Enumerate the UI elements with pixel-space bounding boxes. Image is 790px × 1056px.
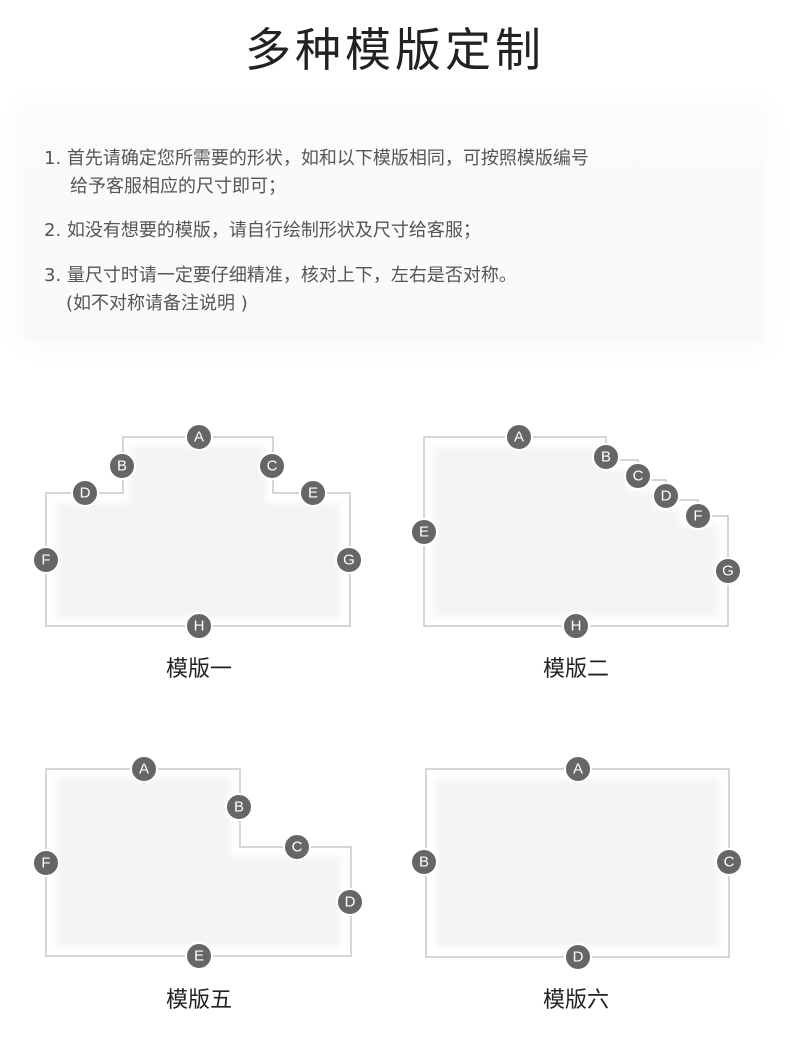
instruction-1-line-1: 1. 首先请确定您所需要的形状，如和以下模版相同，可按照模版编号 [44, 148, 589, 169]
marker-label: C [633, 468, 644, 485]
instruction-2-line-1: 2. 如没有想要的模版，请自行绘制形状及尺寸给客服； [44, 220, 481, 241]
marker-label: F [41, 552, 50, 569]
marker-label: H [571, 618, 582, 635]
marker-label: D [345, 894, 356, 911]
template-6-shape [425, 768, 730, 958]
marker-1-h: H [185, 612, 213, 640]
marker-2-g: G [714, 557, 742, 585]
marker-6-c: C [715, 848, 743, 876]
marker-1-b: B [108, 452, 136, 480]
marker-label: A [139, 761, 149, 778]
instruction-3: 3. 量尺寸时请一定要仔细精准，核对上下，左右是否对称。 (如不对称请备注说明 … [44, 262, 517, 318]
marker-label: B [117, 458, 127, 475]
marker-label: B [234, 799, 244, 816]
instruction-1: 1. 首先请确定您所需要的形状，如和以下模版相同，可按照模版编号 给予客服相应的… [44, 145, 589, 201]
marker-label: B [601, 449, 611, 466]
template-2-shape [423, 436, 729, 627]
marker-1-g: G [335, 546, 363, 574]
marker-5-f: F [32, 849, 60, 877]
marker-5-c: C [283, 833, 311, 861]
marker-label: B [419, 854, 429, 871]
marker-2-d: D [652, 482, 680, 510]
marker-6-b: B [410, 848, 438, 876]
marker-2-c: C [624, 462, 652, 490]
marker-label: D [573, 949, 584, 966]
marker-label: C [724, 854, 735, 871]
marker-5-a: A [130, 755, 158, 783]
instruction-1-line-2: 给予客服相应的尺寸即可； [70, 176, 286, 197]
marker-label: G [343, 552, 355, 569]
template-1-shape [45, 436, 351, 627]
marker-2-e: E [410, 518, 438, 546]
marker-label: A [194, 429, 204, 446]
marker-label: A [573, 761, 583, 778]
marker-label: G [722, 563, 734, 580]
marker-5-d: D [336, 888, 364, 916]
marker-label: C [267, 458, 278, 475]
marker-5-b: B [225, 793, 253, 821]
marker-2-b: B [592, 443, 620, 471]
template-2-caption: 模版二 [542, 657, 609, 682]
marker-2-h: H [562, 612, 590, 640]
marker-1-a: A [185, 423, 213, 451]
marker-5-e: E [185, 942, 213, 970]
template-5-caption: 模版五 [165, 988, 232, 1013]
marker-1-d: D [71, 479, 99, 507]
template-2-markers: A B C D F E G H [410, 423, 742, 640]
marker-1-f: F [32, 546, 60, 574]
template-6-markers: A B C D [410, 755, 743, 971]
marker-label: E [419, 524, 429, 541]
marker-6-d: D [564, 943, 592, 971]
marker-6-a: A [564, 755, 592, 783]
template-5-shape [45, 768, 352, 957]
marker-label: F [41, 855, 50, 872]
template-1-markers: A B C D E F G H [32, 423, 363, 640]
marker-2-f: F [684, 502, 712, 530]
marker-1-c: C [258, 452, 286, 480]
marker-2-a: A [505, 423, 533, 451]
instruction-3-note: (如不对称请备注说明 ) [66, 293, 248, 314]
marker-label: H [194, 618, 205, 635]
marker-label: D [80, 485, 91, 502]
instructions-panel [24, 110, 764, 342]
marker-1-e: E [299, 479, 327, 507]
page-title: 多种模版定制 [245, 23, 545, 77]
marker-label: E [194, 948, 204, 965]
template-1-caption: 模版一 [165, 657, 232, 682]
template-6-caption: 模版六 [542, 988, 609, 1013]
instruction-2: 2. 如没有想要的模版，请自行绘制形状及尺寸给客服； [44, 217, 481, 245]
marker-label: E [308, 485, 318, 502]
template-5-markers: A B C D F E [32, 755, 364, 970]
marker-label: C [292, 839, 303, 856]
marker-label: A [514, 429, 524, 446]
marker-label: D [661, 488, 672, 505]
marker-label: F [693, 508, 702, 525]
instruction-3-line-1: 3. 量尺寸时请一定要仔细精准，核对上下，左右是否对称。 [44, 265, 517, 286]
